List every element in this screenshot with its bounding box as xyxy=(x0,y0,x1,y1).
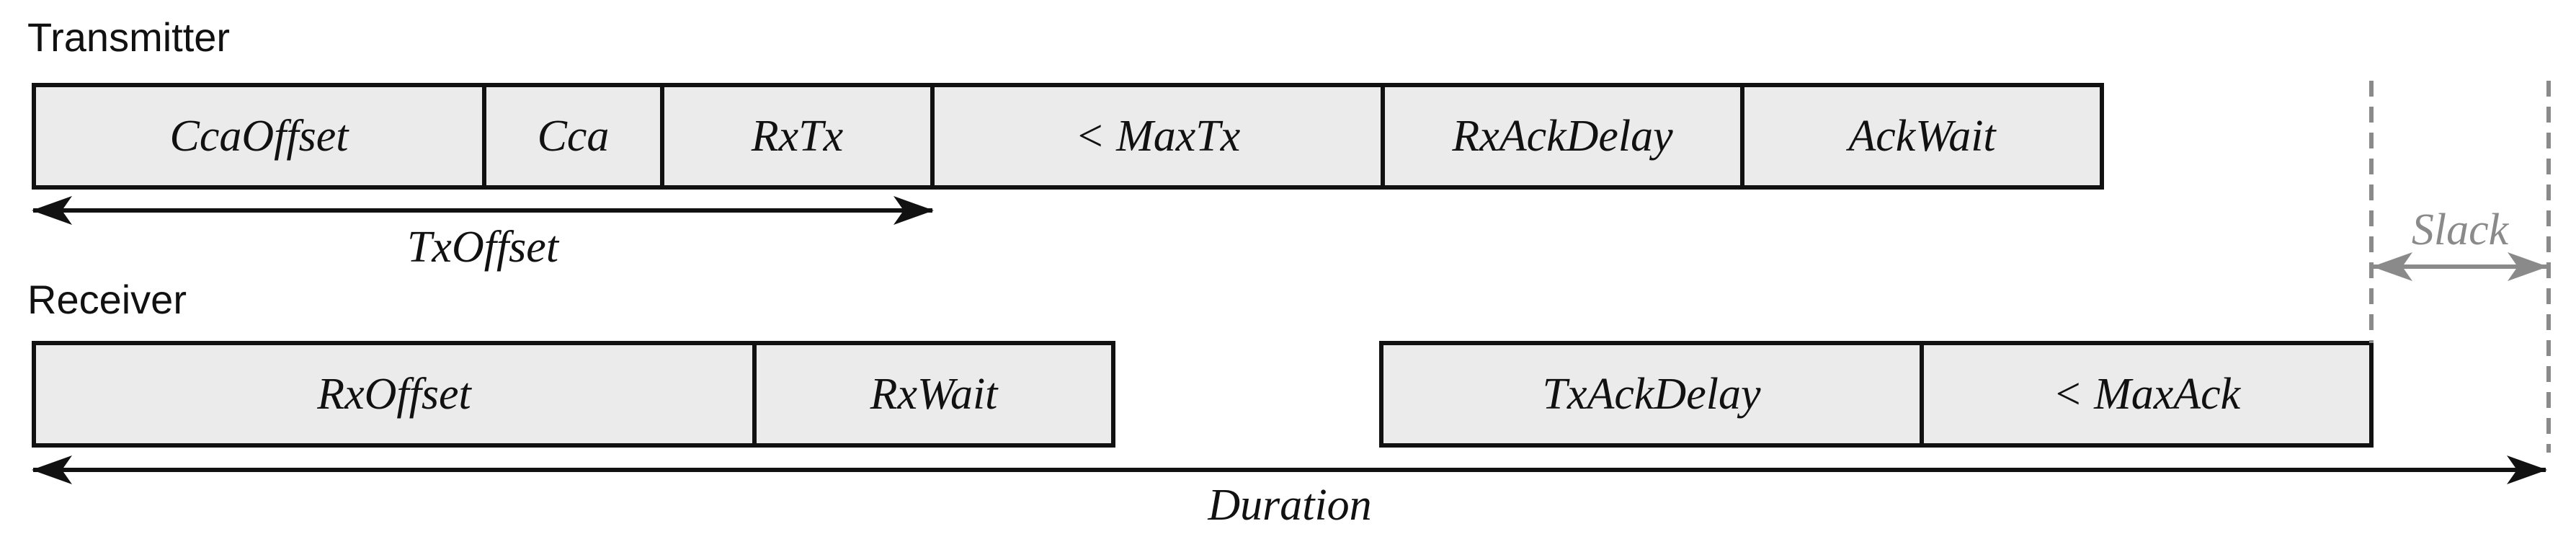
rx-block-rx-wait: RxWait xyxy=(752,341,1115,448)
rx-block-label: < MaxAck xyxy=(2052,370,2241,419)
rx-block-label: TxAckDelay xyxy=(1542,370,1761,419)
transmitter-title: Transmitter xyxy=(27,14,231,60)
tx-block-label: Cca xyxy=(537,112,610,161)
slack-label: Slack xyxy=(2411,205,2509,254)
tx-block-max-tx: < MaxTx xyxy=(930,83,1385,190)
receiver-title: Receiver xyxy=(27,277,187,322)
rx-block-max-ack: < MaxAck xyxy=(1920,341,2374,448)
tx-block-label: < MaxTx xyxy=(1074,112,1241,161)
tx-block-label: RxTx xyxy=(751,112,844,161)
rx-block-label: RxOffset xyxy=(317,370,471,419)
tx-block-rx-tx: RxTx xyxy=(660,83,935,190)
rx-block-rx-offset: RxOffset xyxy=(32,341,757,448)
duration-label: Duration xyxy=(1208,481,1372,530)
tx-block-cca-offset: CcaOffset xyxy=(32,83,486,190)
tx-offset-label: TxOffset xyxy=(406,223,559,272)
tx-block-label: CcaOffset xyxy=(169,112,349,161)
tx-block-cca: Cca xyxy=(482,83,664,190)
rx-block-label: RxWait xyxy=(870,370,998,419)
tx-block-label: AckWait xyxy=(1848,112,1996,161)
tx-block-ack-wait: AckWait xyxy=(1740,83,2104,190)
tx-block-label: RxAckDelay xyxy=(1452,112,1673,161)
